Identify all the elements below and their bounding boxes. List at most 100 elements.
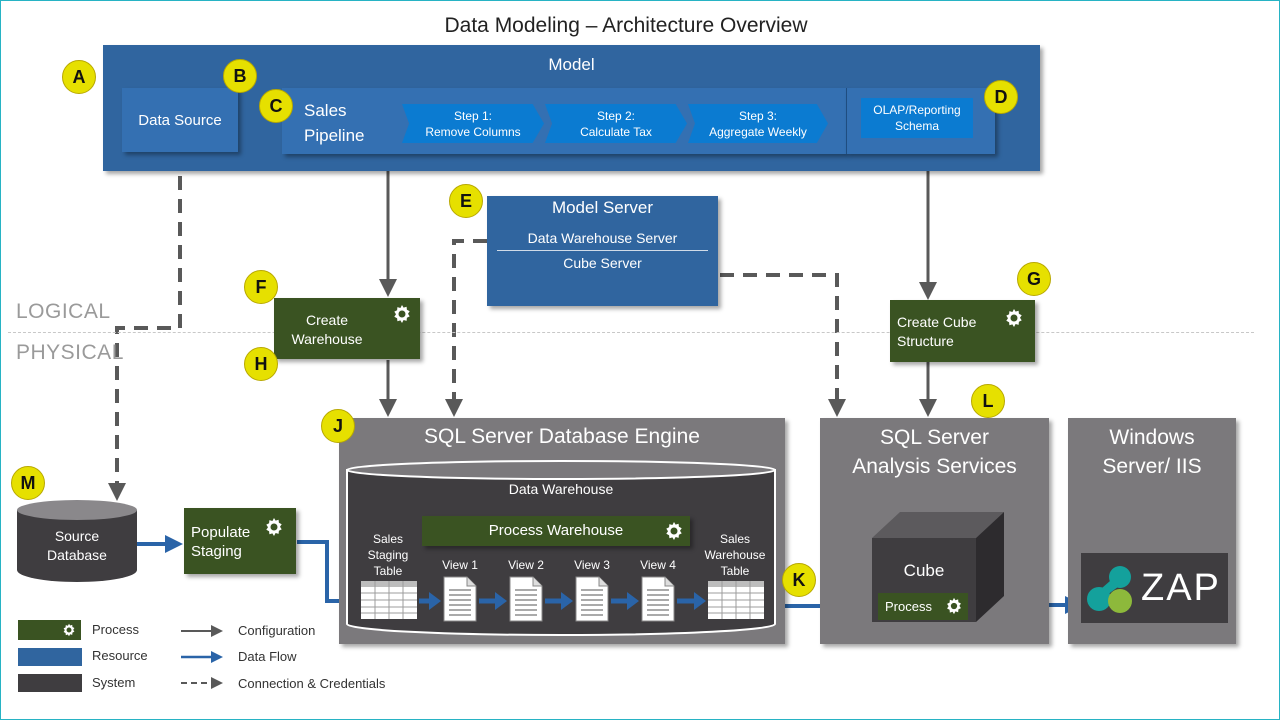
step-3-title: Step 3: bbox=[738, 108, 778, 123]
step-1-desc: Remove Columns bbox=[425, 124, 521, 139]
source-db-line1: Source bbox=[54, 528, 100, 544]
legend-resource-label: Resource bbox=[92, 648, 148, 663]
data-flow-arrow bbox=[479, 592, 507, 610]
iis-title: Windows Server/ IIS bbox=[1068, 423, 1236, 481]
populate-line1: Populate bbox=[191, 524, 251, 541]
diagram-title: Data Modeling – Architecture Overview bbox=[444, 14, 808, 37]
pipeline-step-2[interactable]: Step 2: Calculate Tax bbox=[545, 104, 687, 143]
badge-e: E bbox=[449, 184, 483, 218]
badge-g: G bbox=[1017, 262, 1051, 296]
step-3-desc: Aggregate Weekly bbox=[709, 124, 807, 139]
populate-staging-label: Populate Staging bbox=[191, 523, 250, 561]
badge-a: A bbox=[62, 60, 96, 94]
model-title: Model bbox=[548, 55, 595, 74]
view-label: View 3 bbox=[574, 558, 610, 572]
badge-h: H bbox=[244, 347, 278, 381]
document-icon[interactable] bbox=[443, 576, 477, 622]
create-warehouse-process[interactable]: Create Warehouse bbox=[274, 298, 420, 359]
badge-c: C bbox=[259, 89, 293, 123]
conn-datasource-to-sourcedb bbox=[108, 153, 182, 501]
badge-f: F bbox=[244, 270, 278, 304]
olap-schema-box[interactable]: OLAP/Reporting Schema bbox=[861, 98, 973, 138]
cube-process-label: Process bbox=[885, 599, 932, 614]
data-flow-arrow bbox=[419, 592, 441, 610]
step-2-title: Step 2: bbox=[596, 108, 636, 123]
badge-k: K bbox=[782, 563, 816, 597]
model-server-box[interactable]: Model Server Data Warehouse Server Cube … bbox=[487, 196, 718, 306]
legend-process-swatch bbox=[18, 620, 81, 640]
legend-process-label: Process bbox=[92, 622, 139, 637]
create-cube-structure-process[interactable]: Create Cube Structure bbox=[890, 300, 1035, 362]
create-warehouse-label: Create Warehouse bbox=[274, 311, 380, 349]
gear-icon bbox=[266, 518, 282, 536]
source-db-line2: Database bbox=[47, 547, 107, 563]
olap-container: OLAP/Reporting Schema bbox=[846, 88, 995, 154]
wh-table-line2: Warehouse bbox=[704, 548, 766, 562]
cube-label: Cube bbox=[903, 561, 945, 580]
pipeline-label: Sales Pipeline bbox=[304, 98, 365, 148]
badge-l: L bbox=[971, 384, 1005, 418]
pipeline-label-line1: Sales bbox=[304, 101, 347, 120]
zap-logo[interactable]: ZAP bbox=[1081, 553, 1228, 623]
populate-line2: Staging bbox=[191, 543, 242, 560]
conn-modelserver-to-sql-engine bbox=[445, 239, 487, 417]
iis-line2: Server/ IIS bbox=[1102, 455, 1202, 478]
cube-process[interactable]: Process bbox=[878, 593, 968, 620]
data-flow-arrow bbox=[677, 592, 706, 610]
logical-physical-divider bbox=[8, 332, 1254, 333]
staging-line1: Sales bbox=[372, 532, 404, 546]
legend-dataflow-arrowhead bbox=[211, 651, 223, 663]
olap-line2: Schema bbox=[894, 119, 940, 133]
data-warehouse-server-label: Data Warehouse Server bbox=[527, 230, 678, 246]
zap-logo-text: ZAP bbox=[1141, 567, 1221, 609]
legend-dataflow-label: Data Flow bbox=[238, 649, 297, 664]
cube-server-label: Cube Server bbox=[563, 255, 642, 271]
create-warehouse-line2: Warehouse bbox=[291, 331, 363, 347]
document-icon[interactable] bbox=[509, 576, 543, 622]
view-label: View 4 bbox=[640, 558, 676, 572]
gear-icon bbox=[1006, 309, 1022, 327]
warehouse-table-label: Sales Warehouse Table bbox=[700, 531, 770, 579]
table-icon[interactable] bbox=[361, 581, 417, 619]
create-cube-line2: Structure bbox=[897, 333, 954, 349]
legend-resource-swatch bbox=[18, 648, 82, 666]
legend-system-label: System bbox=[92, 675, 136, 690]
table-icon[interactable] bbox=[708, 581, 764, 619]
populate-staging-process[interactable]: Populate Staging bbox=[184, 508, 296, 574]
document-icon[interactable] bbox=[575, 576, 609, 622]
data-source-box[interactable]: Data Source bbox=[122, 88, 238, 152]
model-server-title: Model Server bbox=[551, 198, 654, 217]
wh-table-line3: Table bbox=[720, 564, 750, 578]
document-icon[interactable] bbox=[641, 576, 675, 622]
process-warehouse-process[interactable]: Process Warehouse bbox=[422, 516, 690, 546]
badge-d: D bbox=[984, 80, 1018, 114]
olap-line1: OLAP/Reporting bbox=[873, 103, 961, 117]
legend-connection-arrowhead bbox=[211, 677, 223, 689]
gear-icon bbox=[63, 623, 75, 637]
zap-logo-mark-icon bbox=[1087, 566, 1132, 613]
sales-pipeline-box[interactable]: Sales Pipeline Step 1: Remove Columns St… bbox=[282, 88, 846, 154]
view-label: View 1 bbox=[442, 558, 478, 572]
staging-line3: Table bbox=[373, 564, 403, 578]
pipeline-step-3[interactable]: Step 3: Aggregate Weekly bbox=[688, 104, 828, 143]
sql-engine-title: SQL Server Database Engine bbox=[424, 425, 700, 448]
data-warehouse-label: Data Warehouse bbox=[508, 481, 614, 497]
badge-j: J bbox=[321, 409, 355, 443]
ssas-line2: Analysis Services bbox=[852, 455, 1017, 478]
create-cube-line1: Create Cube bbox=[897, 314, 977, 330]
legend-system-swatch bbox=[18, 674, 82, 692]
data-flow-arrow bbox=[545, 592, 573, 610]
data-source-label: Data Source bbox=[138, 111, 222, 129]
legend-connection-label: Connection & Credentials bbox=[238, 676, 386, 691]
physical-layer-label: PHYSICAL bbox=[16, 341, 124, 364]
pipeline-step-1[interactable]: Step 1: Remove Columns bbox=[402, 104, 544, 143]
iis-line1: Windows bbox=[1109, 426, 1195, 449]
source-database-cylinder[interactable] bbox=[16, 498, 138, 584]
source-database-label: Source Database bbox=[16, 527, 138, 565]
data-flow-arrow bbox=[611, 592, 639, 610]
model-server-separator bbox=[497, 250, 708, 251]
pipeline-label-line2: Pipeline bbox=[304, 126, 365, 145]
gear-icon bbox=[947, 597, 961, 615]
view-label: View 2 bbox=[508, 558, 544, 572]
